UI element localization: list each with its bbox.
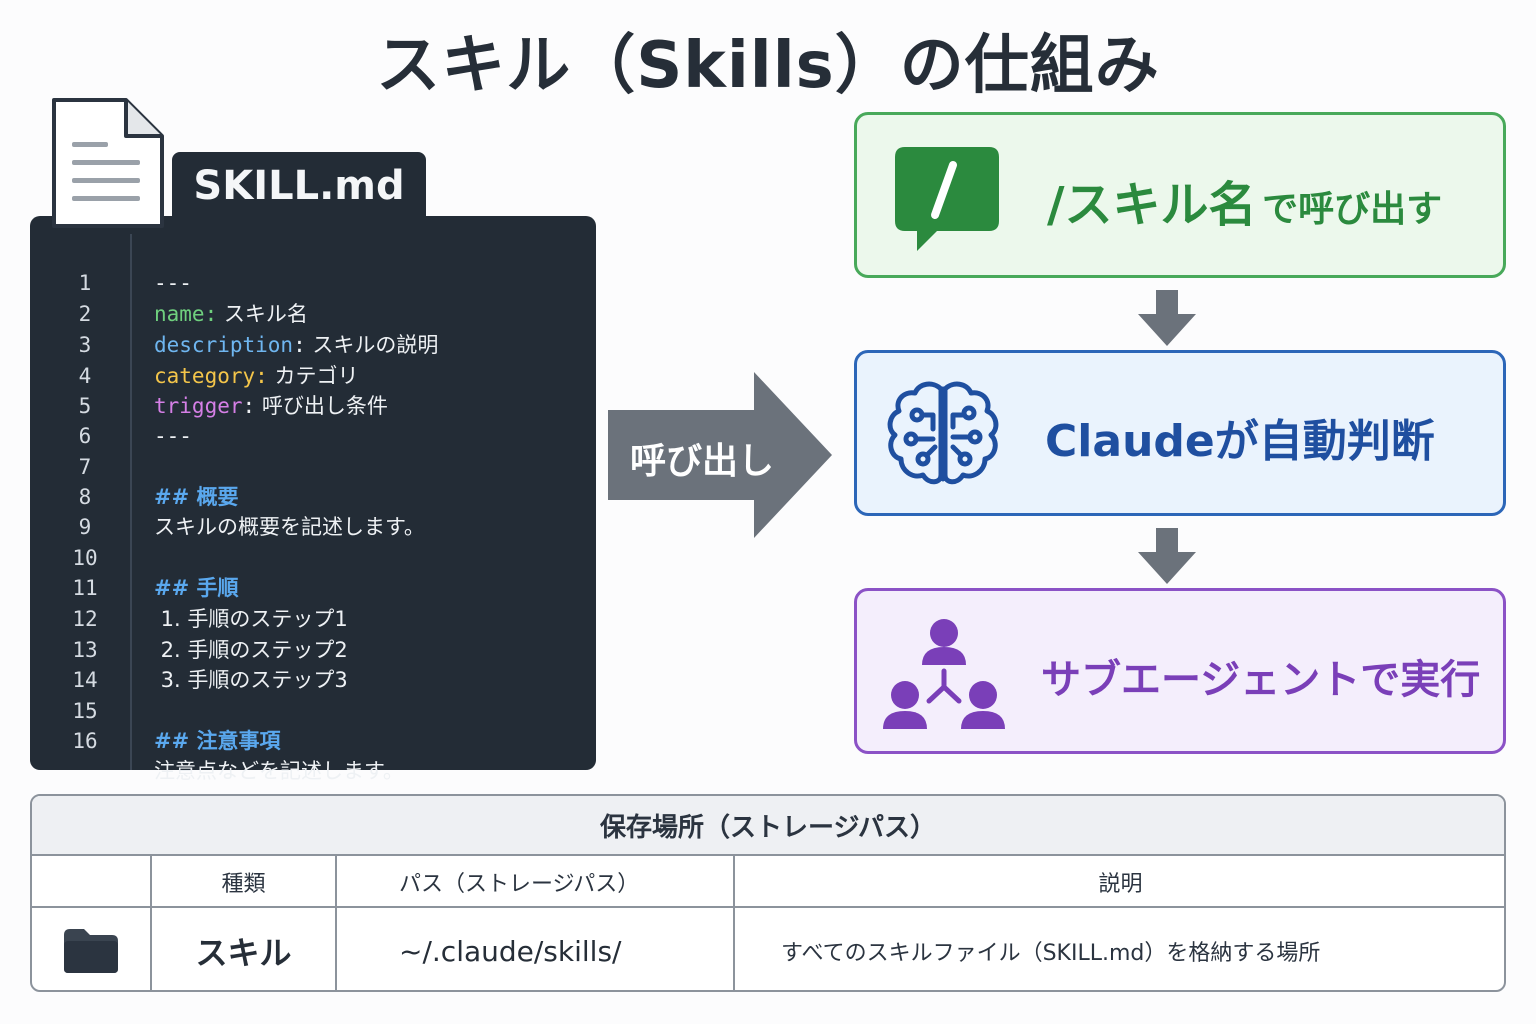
step-auto-judge: Claudeが自動判断 <box>854 350 1506 516</box>
step-slash-command: /スキル名 で呼び出す <box>854 112 1506 278</box>
column-header-type: 種類 <box>221 872 266 897</box>
code-line: 15 <box>72 699 98 723</box>
gutter-divider <box>130 234 132 770</box>
step1-text: /スキル名 で呼び出す <box>1047 177 1443 233</box>
page-title: スキル（Skills）の仕組み <box>376 29 1160 103</box>
column-divider <box>335 856 337 990</box>
file-name-tab: SKILL.md <box>172 152 426 220</box>
folder-icon <box>32 910 150 990</box>
call-arrow-icon <box>608 372 832 538</box>
row-path: ~/.claude/skills/ <box>399 934 622 968</box>
column-header-path: パス（ストレージパス） <box>399 872 640 897</box>
code-line: 14 3. 手順のステップ3 <box>72 668 348 692</box>
call-arrow-label: 呼び出し <box>629 441 774 482</box>
down-arrow-icon <box>1138 528 1196 584</box>
team-agents-icon <box>883 619 1005 729</box>
table-title: 保存場所（ストレージパス） <box>32 796 1504 856</box>
code-line: 注意点などを記述します。 <box>154 759 404 783</box>
storage-path-table: 保存場所（ストレージパス） 種類 パス（ストレージパス） 説明 スキル ~/.c… <box>30 794 1506 992</box>
code-line: 6--- <box>78 424 192 448</box>
document-icon <box>52 98 164 228</box>
slash-command-icon <box>895 147 999 251</box>
code-line: 1--- <box>78 271 192 295</box>
row-type: スキル <box>195 934 292 972</box>
code-line: 7 <box>78 455 92 479</box>
code-line: 10 <box>72 546 98 570</box>
column-divider <box>733 856 735 990</box>
step3-text: サブエージェントで実行 <box>1041 657 1481 703</box>
step-subagent: サブエージェントで実行 <box>854 588 1506 754</box>
column-divider <box>150 856 152 990</box>
brain-icon <box>887 381 999 485</box>
table-header-row <box>32 856 1504 908</box>
row-description: すべてのスキルファイル（SKILL.md）を格納する場所 <box>781 941 1321 966</box>
code-line: 8## 概要 <box>78 485 239 509</box>
code-line: 13 2. 手順のステップ2 <box>72 638 348 662</box>
code-line: 12 1. 手順のステップ1 <box>72 607 348 631</box>
code-line: 16## 注意事項 <box>72 729 281 753</box>
step2-text: Claudeが自動判断 <box>1045 416 1435 467</box>
code-line: 11## 手順 <box>72 576 239 600</box>
column-header-description: 説明 <box>1098 872 1143 897</box>
down-arrow-icon <box>1138 290 1196 346</box>
